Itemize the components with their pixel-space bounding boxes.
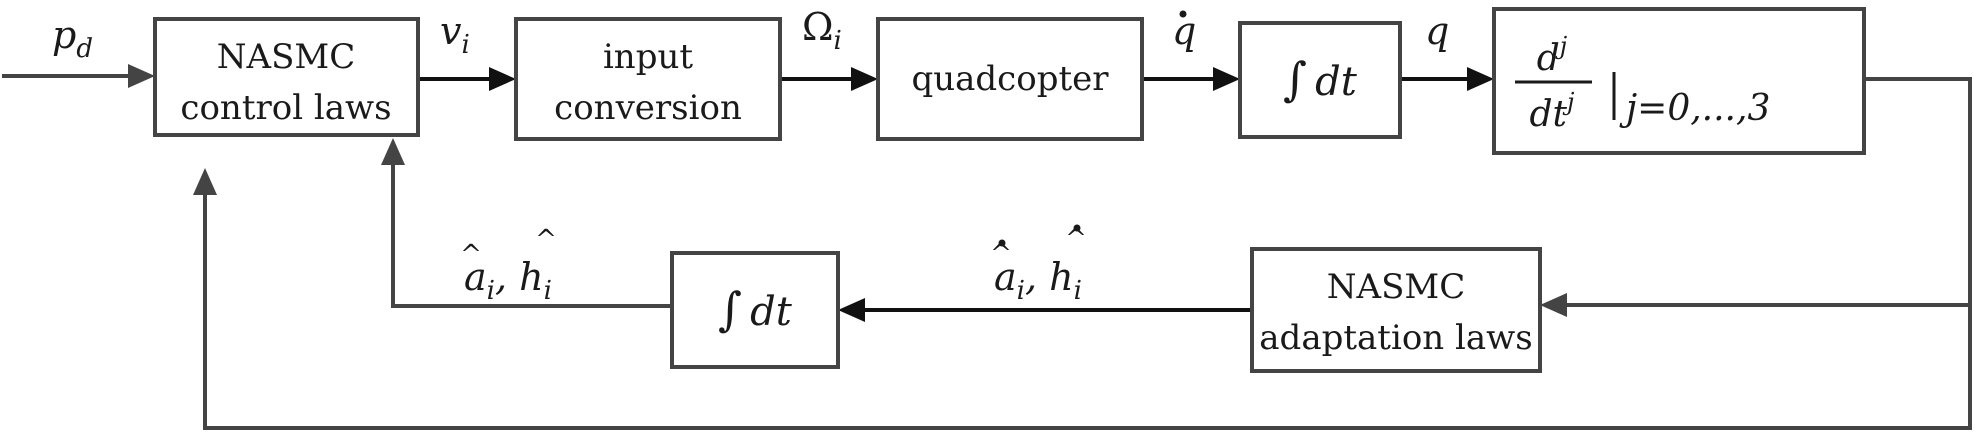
feedback-to-control-arrowhead [193,168,217,195]
signal-label-omega: Ωi [802,5,842,56]
signal-label-estimates: ai, hi ^ ^ [460,225,557,306]
block-input-conversion: input conversion [514,17,782,141]
q-arrowhead [1467,67,1494,91]
estimates-arrowhead [381,138,405,165]
integrator-bottom-expression: ∫dt [718,282,793,336]
nasmc-control-line2: control laws [180,88,391,128]
block-quadcopter: quadcopter [876,17,1144,141]
nasmc-control-line1: NASMC [217,37,355,77]
input-conversion-line2: conversion [554,88,742,128]
connections [2,64,1972,430]
omega-arrowhead [851,67,878,91]
block-nasmc-adaptation-laws: NASMC adaptation laws [1250,247,1542,373]
signal-label-q: q [1425,9,1449,53]
h-hat-2: ^ [535,225,557,255]
a-hat: ^ [990,239,1012,269]
quadcopter-label: quadcopter [911,59,1109,99]
nasmc-adaptation-line1: NASMC [1327,267,1465,307]
nasmc-adaptation-line2: adaptation laws [1259,318,1532,358]
derivative-numerator: dj [1537,32,1568,79]
input-conversion-line1: input [603,37,693,77]
estimates-line [391,160,672,308]
signal-label-estimates-dot: ai, hi ^ ^ [990,224,1087,306]
vi-arrowhead [489,67,516,91]
signal-label-qdot: q [1172,9,1196,53]
derivative-range: j=0,...,3 [1619,88,1770,129]
svg-text:ai, hi: ai, hi [994,255,1082,306]
block-integrator-top: ∫dt [1238,21,1402,139]
qdot-arrowhead [1213,67,1240,91]
integrator-top-expression: ∫dt [1283,52,1358,106]
h-hat: ^ [1065,224,1087,254]
derivative-denominator: dtj [1530,88,1576,135]
svg-text:ai, hi: ai, hi [464,255,552,306]
a-dot [998,239,1006,247]
a-hat-2: ^ [460,240,482,270]
input-pd-arrowhead [128,64,155,88]
block-nasmc-control-laws: NASMC control laws [153,17,420,137]
block-derivatives: dj dtj j=0,...,3 [1492,7,1866,155]
feedback-right-line [203,77,1972,430]
signal-label-vi: vi [440,9,470,60]
h-dot [1073,224,1081,232]
estimates-dot-arrowhead [838,298,865,322]
block-integrator-bottom: ∫dt [670,251,840,369]
feedback-to-adaptation-arrowhead [1540,293,1567,317]
signal-label-pd: pd [52,13,93,64]
qdot-dot [1179,10,1187,18]
